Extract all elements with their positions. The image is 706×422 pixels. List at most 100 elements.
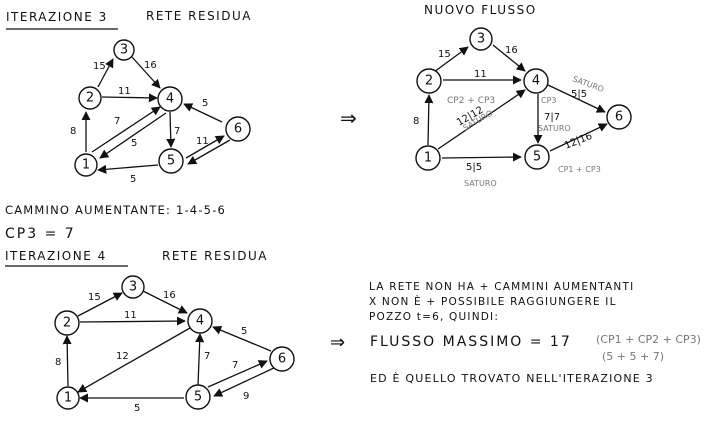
edge-3-4: [131, 56, 161, 89]
edge-4-1: [77, 327, 191, 393]
edge-2-3: [77, 292, 123, 317]
conclusion-line-1: LA RETE NON HA + CAMMINI AUMENTANTI: [369, 281, 634, 293]
label-4-5: 7: [174, 126, 180, 137]
label-3-4: 16: [144, 60, 157, 71]
label-4-1: 12: [116, 351, 129, 362]
label-4-1: 5: [131, 138, 137, 149]
node-5: [185, 384, 211, 410]
iter3-subtitle: RETE RESIDUA: [146, 9, 252, 23]
new-flow-title: NUOVO FLUSSO: [424, 3, 537, 17]
augmenting-path-text: CAMMINO AUMENTANTE: 1-4-5-6: [5, 203, 226, 217]
edge-6-4: [212, 325, 272, 352]
edge-5-6: [185, 135, 225, 159]
graph-new-flow: 15 16 11 8 12|12 7|7 5|5 12|16 5|5 CP2 +…: [413, 27, 632, 188]
node-3: [469, 27, 493, 51]
node-4-label: 4: [166, 92, 174, 107]
node-6: [225, 116, 251, 142]
node-1-label: 1: [82, 158, 90, 173]
edge-6-5: [187, 139, 231, 165]
edge-4-1: [99, 112, 167, 159]
node-1: [74, 153, 98, 177]
implies-arrow-top: ⇒: [340, 106, 357, 130]
edge-5-6: [207, 360, 268, 388]
node-1-label: 1: [64, 391, 72, 406]
label-2-4: 11: [118, 86, 131, 97]
annot-cp2-cp3: CP2 + CP3: [447, 96, 495, 106]
node-6: [269, 346, 295, 372]
node-2: [416, 68, 442, 94]
node-4: [187, 308, 213, 334]
iter3-title: ITERAZIONE 3: [6, 10, 108, 24]
label-5-4: 7: [204, 351, 210, 362]
label-6-4: 5: [241, 326, 247, 337]
edge-3-4: [142, 290, 188, 314]
label-1-2: 8: [413, 116, 419, 127]
node-4: [157, 86, 183, 112]
node-1: [415, 145, 441, 171]
label-3-4: 16: [163, 290, 176, 301]
graph-iter3-residual: 15 16 11 8 7 5 7 5 11 5 3 2 4 6 1 5: [70, 39, 251, 185]
annot-cp3: CP3: [541, 96, 557, 105]
node-4-label: 4: [532, 74, 540, 89]
node-5: [158, 148, 184, 174]
node-2: [78, 86, 102, 110]
node-4-label: 4: [196, 314, 204, 329]
node-3: [121, 275, 145, 299]
node-5: [524, 144, 550, 170]
iter4-title: ITERAZIONE 4: [5, 249, 107, 263]
edge-2-4: [79, 316, 186, 326]
edge-2-3: [433, 46, 469, 73]
edge-5-6: [549, 123, 608, 152]
node-1-label: 1: [424, 151, 432, 166]
conclusion-line-3: POZZO t=6, QUINDI:: [369, 311, 499, 323]
node-2-label: 2: [63, 316, 71, 331]
node-5-label: 5: [194, 390, 202, 405]
edge-2-3: [97, 58, 114, 88]
label-1-2: 8: [70, 126, 76, 137]
edge-4-6: [547, 84, 606, 113]
node-4: [523, 68, 549, 94]
max-flow-text: FLUSSO MASSIMO = 17: [370, 334, 572, 350]
max-flow-formula-values: (5 + 5 + 7): [602, 350, 664, 363]
node-1: [56, 386, 80, 410]
node-2-label: 2: [425, 74, 433, 89]
label-1-2: 8: [55, 357, 61, 368]
annot-cp1-cp3: CP1 + CP3: [558, 165, 601, 174]
label-2-4: 11: [474, 69, 487, 80]
conclusion-last-line: ED È QUELLO TROVATO NELL'ITERAZIONE 3: [370, 372, 654, 385]
node-6-label: 6: [615, 110, 623, 125]
label-1-5: 5|5: [466, 162, 482, 173]
label-6-4: 5: [202, 98, 208, 109]
node-5-label: 5: [167, 154, 175, 169]
iter4-subtitle: RETE RESIDUA: [162, 249, 268, 263]
node-6: [606, 104, 632, 130]
node-2-label: 2: [86, 91, 94, 106]
edge-2-4: [101, 93, 158, 103]
label-2-3: 15: [93, 61, 106, 72]
label-1-4: 7: [114, 116, 120, 127]
node-3-label: 3: [477, 32, 485, 47]
label-5-6: 12|16: [563, 131, 594, 152]
edge-1-5: [441, 152, 522, 162]
label-2-4: 11: [124, 310, 137, 321]
node-3-label: 3: [129, 280, 137, 295]
edge-1-2: [424, 94, 434, 146]
node-5-label: 5: [533, 150, 541, 165]
edge-1-4: [91, 106, 161, 153]
cp3-value-text: CP3 = 7: [5, 226, 76, 242]
conclusion-line-2: X NON È + POSSIBILE RAGGIUNGERE IL: [369, 295, 617, 308]
label-5-6: 7: [232, 360, 238, 371]
node-6-label: 6: [278, 352, 286, 367]
node-2: [54, 310, 80, 336]
node-6-label: 6: [234, 122, 242, 137]
label-6-5: 9: [243, 391, 249, 402]
edge-3-4: [492, 44, 526, 72]
node-3: [113, 39, 135, 61]
label-4-6: 5|5: [571, 89, 587, 100]
edge-1-2: [62, 335, 72, 387]
annot-saturo-1-5: SATURO: [464, 179, 497, 188]
edge-4-5: [166, 111, 176, 148]
edge-1-4: [437, 89, 526, 150]
implies-arrow-bottom: ⇒: [330, 332, 345, 353]
